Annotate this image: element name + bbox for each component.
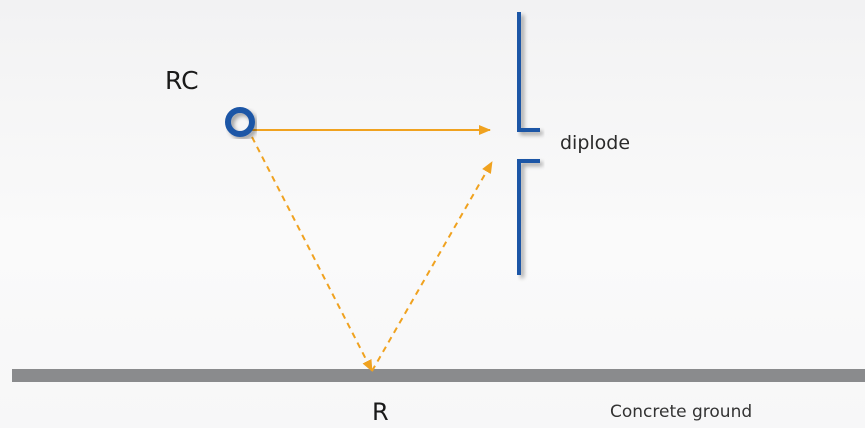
dipole-antenna <box>517 12 540 275</box>
reflection-point-label: R <box>372 398 389 426</box>
dipole-label: diplode <box>560 132 631 154</box>
source-ring-icon <box>225 107 255 137</box>
incident-ray-arrow <box>251 136 373 372</box>
dipole-upper-element <box>517 12 540 132</box>
source-label: RC <box>165 66 199 95</box>
concrete-ground-bar <box>12 369 865 382</box>
dipole-lower-element <box>517 159 540 275</box>
reflected-ray-arrow <box>371 161 493 372</box>
ground-label: Concrete ground <box>610 402 753 422</box>
